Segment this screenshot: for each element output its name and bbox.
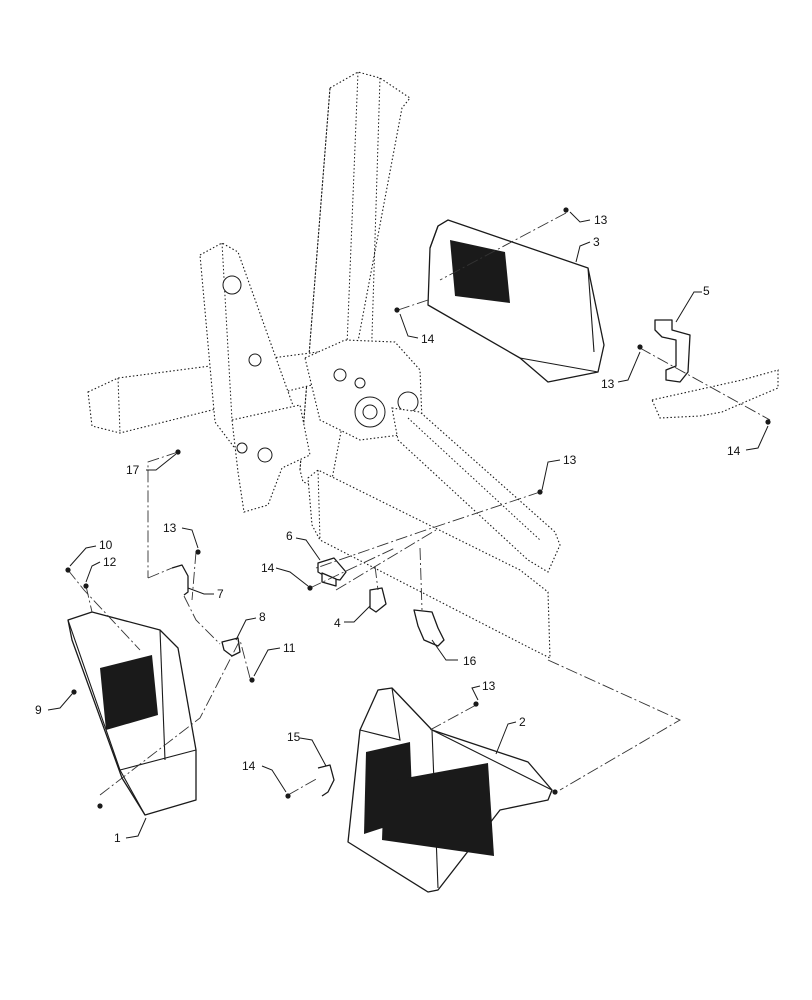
callout-13-lower: 13 xyxy=(482,679,496,693)
fastener-13-top xyxy=(563,207,569,213)
callout-14-plate: 14 xyxy=(727,444,741,458)
part-3-grille xyxy=(450,240,510,303)
callout-12: 12 xyxy=(103,555,117,569)
fastener-13-lower xyxy=(473,701,479,707)
callout-labels: 13 3 5 14 13 14 17 13 13 6 10 12 14 7 4 … xyxy=(35,213,741,845)
part-8-latch xyxy=(221,637,241,657)
part-7-clip xyxy=(171,564,189,596)
callout-leaders xyxy=(47,211,769,839)
part-16-bracket xyxy=(413,609,445,647)
callout-7: 7 xyxy=(217,587,224,601)
assembly-centerlines xyxy=(67,212,771,796)
part-2-grille-right xyxy=(382,763,494,856)
part-15-clip xyxy=(317,764,335,797)
part-1-grille xyxy=(100,655,158,730)
part-6-clip xyxy=(317,557,347,587)
callout-4: 4 xyxy=(334,616,341,630)
fastener-13-left xyxy=(195,549,201,555)
callout-10: 10 xyxy=(99,538,113,552)
callout-16: 16 xyxy=(463,654,477,668)
fastener-14-plate xyxy=(765,419,771,425)
fastener-shield-2 xyxy=(552,789,558,795)
fastener-13-arm xyxy=(537,489,543,495)
fastener-9 xyxy=(71,689,77,695)
part-1-left-shield xyxy=(67,611,197,816)
fastener-11 xyxy=(249,677,255,683)
callout-6: 6 xyxy=(286,529,293,543)
part-4-bracket xyxy=(369,587,387,613)
fastener-14-lower xyxy=(285,793,291,799)
fastener-14-shield xyxy=(394,307,400,313)
fastener-14-clip xyxy=(307,585,313,591)
callout-9: 9 xyxy=(35,703,42,717)
right-mount-plate xyxy=(651,369,779,419)
part-3-upper-shield xyxy=(427,219,605,383)
callout-1: 1 xyxy=(114,831,121,845)
hardware-fasteners xyxy=(65,207,771,809)
fastener-13-bracket xyxy=(637,344,643,350)
callout-13-top: 13 xyxy=(594,213,608,227)
part-5-bracket xyxy=(654,319,691,383)
fastener-12 xyxy=(83,583,89,589)
callout-14-lower: 14 xyxy=(242,759,256,773)
callout-5: 5 xyxy=(703,284,710,298)
fastener-bottom xyxy=(97,803,103,809)
frame-structure xyxy=(87,71,561,659)
fastener-17 xyxy=(175,449,181,455)
callout-14-clip: 14 xyxy=(261,561,275,575)
callout-17: 17 xyxy=(126,463,140,477)
callout-14-shield: 14 xyxy=(421,332,435,346)
callout-13-bracket: 13 xyxy=(601,377,615,391)
callout-13-left: 13 xyxy=(163,521,177,535)
callout-2: 2 xyxy=(519,715,526,729)
callout-11: 11 xyxy=(283,641,296,655)
callout-3: 3 xyxy=(593,235,600,249)
part-2-lower-shield xyxy=(347,687,553,893)
callout-15: 15 xyxy=(287,730,301,744)
callout-8: 8 xyxy=(259,610,266,624)
fastener-10 xyxy=(65,567,71,573)
callout-13-arm: 13 xyxy=(563,453,577,467)
